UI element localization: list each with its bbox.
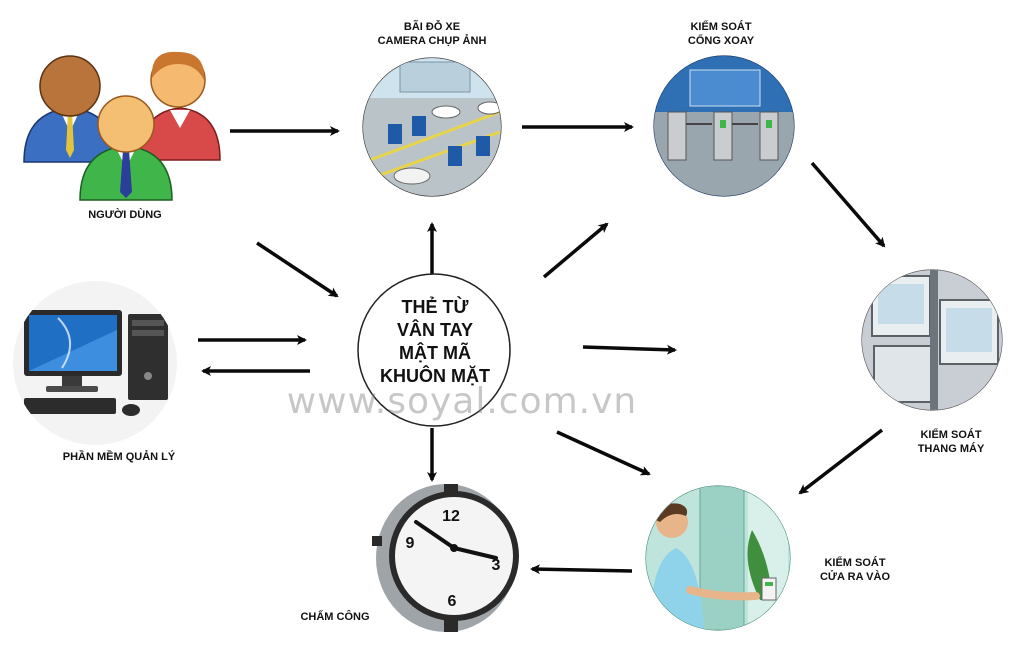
label-attendance-line-1: CHẤM CÔNG: [300, 611, 370, 623]
arrow-elevator-to-door: [798, 428, 884, 495]
parking-lot-icon: [362, 57, 502, 197]
computer-icon: [13, 281, 177, 445]
svg-text:6: 6: [448, 593, 457, 610]
arrows: [198, 122, 886, 575]
svg-text:3: 3: [492, 557, 501, 574]
center-circle: [357, 273, 511, 427]
arrow-turnstile-to-elevator: [810, 161, 886, 248]
label-elevator: KIỂM SOÁT THANG MÁY: [896, 428, 1006, 456]
people-icon: [23, 51, 221, 201]
label-users-line-1: NGƯỜI DÙNG: [88, 209, 162, 221]
arrow-center-to-turnstile: [542, 222, 609, 279]
label-door-line-2: CỬA RA VÀO: [819, 571, 891, 583]
center-line-password: MẬT MÃ: [399, 343, 471, 363]
elevator-icon: [861, 269, 1003, 411]
label-software: PHẦN MỀM QUẢN LÝ: [44, 450, 194, 464]
turnstile-icon: [653, 55, 795, 197]
center-methods-text: THẺ TỪ VÂN TAY MẬT MÃ KHUÔN MẶT: [360, 296, 510, 388]
label-door-line-1: KIỂM SOÁT: [824, 557, 886, 569]
watermark-url: www.soyal.com.vn: [286, 381, 638, 422]
svg-text:12: 12: [442, 508, 460, 525]
label-software-line-1: PHẦN MỀM QUẢN LÝ: [62, 451, 176, 463]
label-elevator-line-1: KIỂM SOÁT: [920, 429, 982, 441]
label-users: NGƯỜI DÙNG: [70, 208, 180, 222]
wall-clock-icon: 12 9 3 6: [372, 484, 519, 632]
label-turnstile-line-1: KIỂM SOÁT: [690, 21, 752, 33]
label-elevator-line-2: THANG MÁY: [917, 443, 985, 455]
label-turnstile-line-2: CỔNG XOAY: [687, 35, 755, 47]
label-turnstile: KIỂM SOÁT CỔNG XOAY: [666, 20, 776, 48]
label-door: KIỂM SOÁT CỬA RA VÀO: [800, 556, 910, 584]
label-attendance: CHẤM CÔNG: [280, 610, 390, 624]
label-parking: BÃI ĐỖ XE CAMERA CHỤP ẢNH: [372, 20, 492, 48]
arrow-center-to-elevator: [582, 344, 677, 355]
arrow-door-to-attendance: [530, 564, 633, 575]
svg-text:9: 9: [406, 535, 415, 552]
label-parking-line-1: BÃI ĐỖ XE: [403, 21, 461, 33]
arrow-users-to-center: [256, 241, 339, 298]
door-access-icon: [645, 485, 791, 631]
center-line-face: KHUÔN MẶT: [380, 366, 490, 386]
label-parking-line-2: CAMERA CHỤP ẢNH: [377, 35, 487, 47]
center-line-fingerprint: VÂN TAY: [396, 320, 474, 340]
arrow-center-to-door: [556, 430, 651, 476]
center-line-card: THẺ TỪ: [401, 297, 469, 317]
